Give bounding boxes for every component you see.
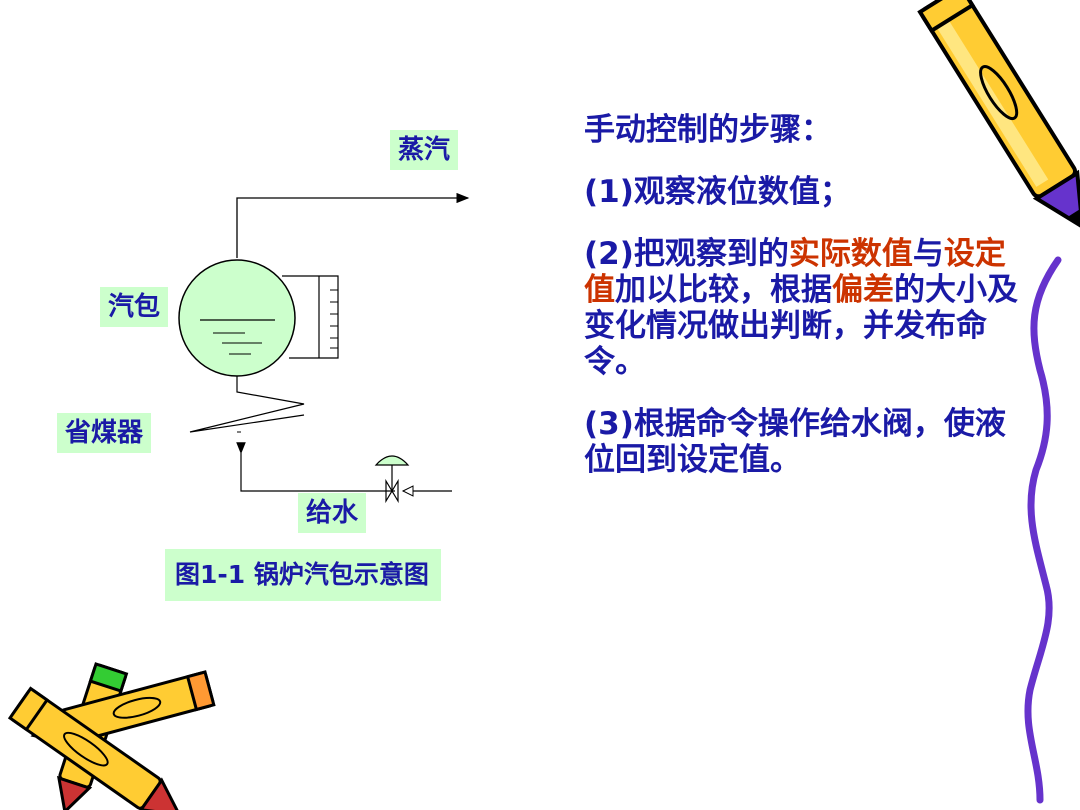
drum bbox=[178, 259, 296, 377]
economizer-label: 省煤器 bbox=[57, 413, 152, 453]
level-gauge-connection bbox=[282, 275, 339, 359]
economizer-coil bbox=[189, 376, 305, 433]
steps-text: 手动控制的步骤： (1)观察液位数值； (2)把观察到的实际数值与设定值加以比较… bbox=[584, 112, 1024, 478]
step-2-part: 的大小及变化情况做出判断，并发布命令。 bbox=[584, 272, 1018, 380]
step-2: (2)把观察到的实际数值与设定值加以比较，根据偏差的大小及变化情况做出判断，并发… bbox=[584, 236, 1024, 380]
steam-label: 蒸汽 bbox=[390, 130, 459, 170]
figure-caption: 图1-1 锅炉汽包示意图 bbox=[165, 549, 441, 601]
feedwater-pipe bbox=[236, 442, 395, 492]
steam-pipe bbox=[236, 192, 470, 258]
feedwater-label: 给水 bbox=[298, 493, 367, 533]
step-2-part: 与 bbox=[912, 236, 944, 272]
highlight-deviation: 偏差 bbox=[832, 272, 894, 308]
step-3: (3)根据命令操作给水阀，使液位回到设定值。 bbox=[584, 406, 1006, 478]
step-2-part: (2)把观察到的 bbox=[584, 236, 789, 272]
steps-title: 手动控制的步骤： bbox=[584, 112, 832, 148]
drum-label: 汽包 bbox=[100, 287, 169, 327]
step-2-part: 加以比较，根据 bbox=[615, 272, 832, 308]
step-1: (1)观察液位数值； bbox=[584, 174, 851, 210]
highlight-setpoint: 设定值 bbox=[584, 236, 1006, 308]
feedwater-valve bbox=[374, 455, 452, 504]
highlight-actual-value: 实际数值 bbox=[788, 236, 913, 272]
